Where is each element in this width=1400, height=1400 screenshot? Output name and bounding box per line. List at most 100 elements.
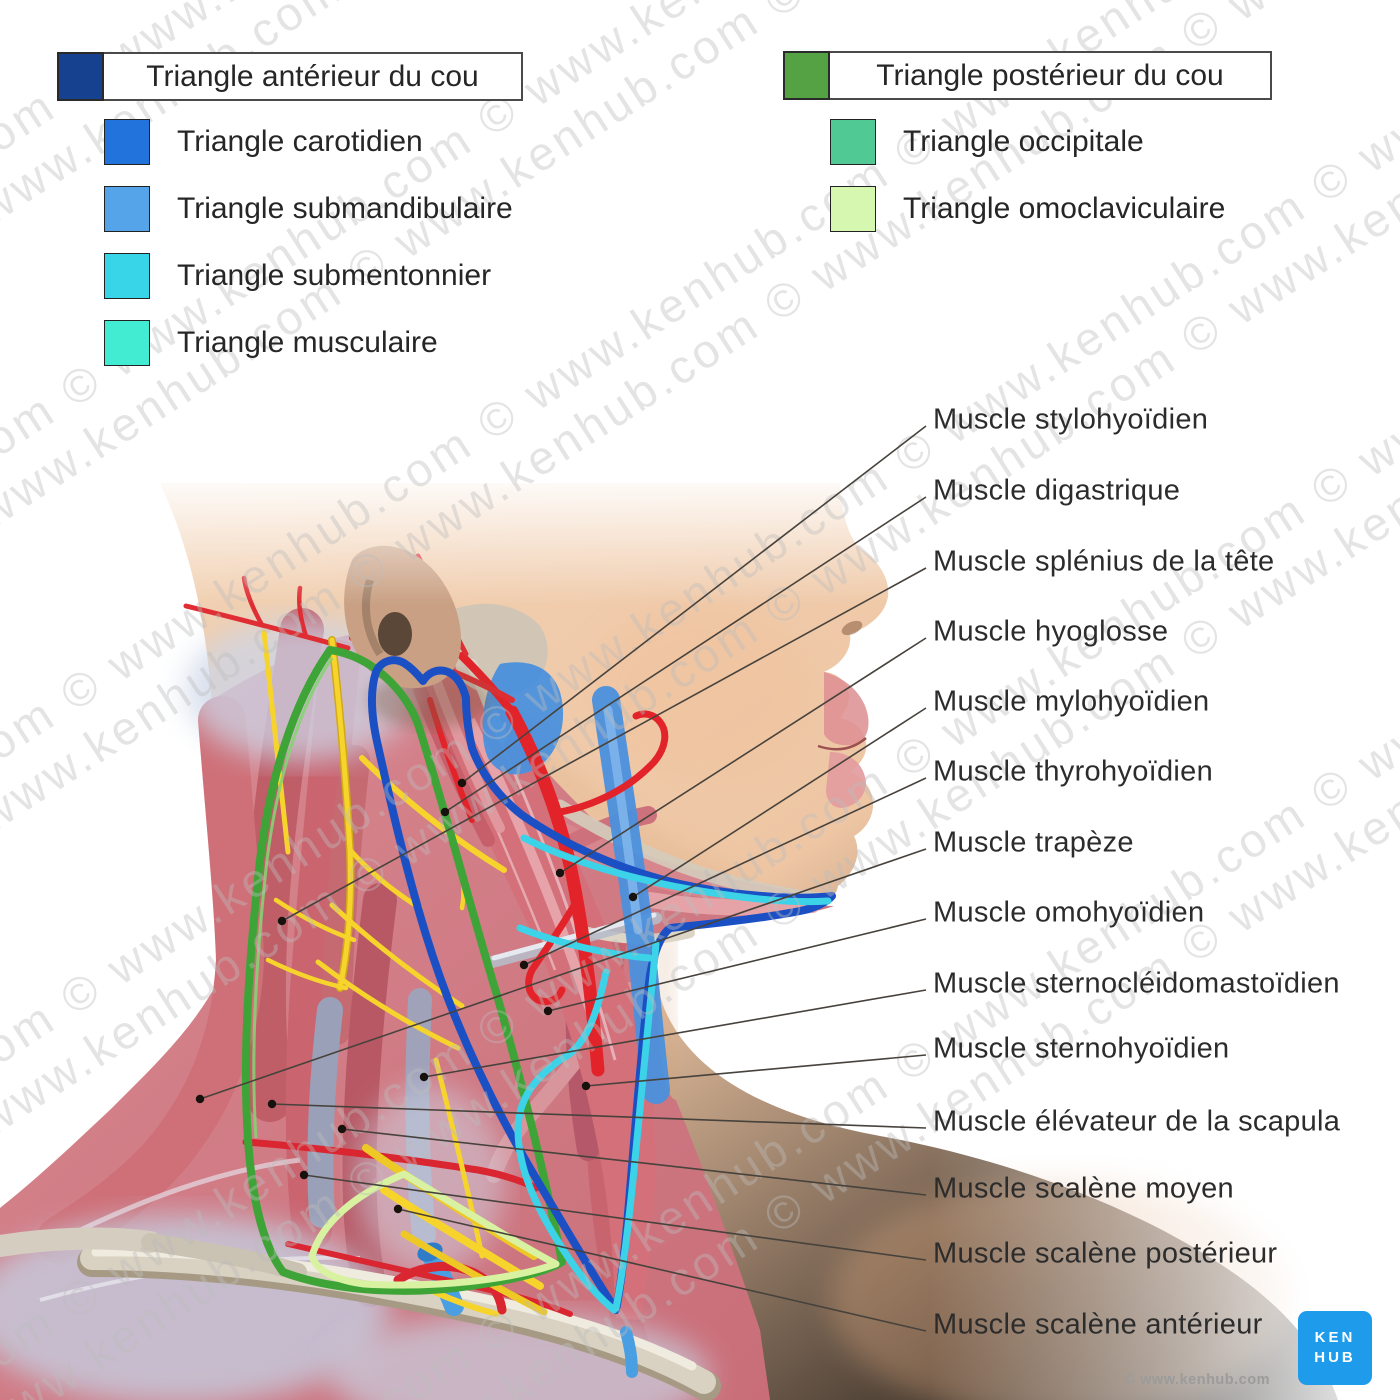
cheek-shading <box>590 605 810 775</box>
legend-item-label: Triangle occipitale <box>903 125 1144 158</box>
mandible-edge <box>553 799 825 906</box>
posterior-header-box: Triangle postérieur du cou <box>830 51 1272 100</box>
leader-line <box>199 848 927 1100</box>
leader-dot <box>267 1099 277 1109</box>
legend-item-swatch <box>830 119 876 165</box>
levator-scapulae <box>321 745 370 1045</box>
leader-dot <box>628 892 638 902</box>
copyright-text: © www.kenhub.com <box>1124 1372 1270 1388</box>
muscle-label: Muscle scalène postérieur <box>933 1237 1278 1270</box>
leader-line <box>444 496 927 813</box>
legend-item-label: Triangle omoclaviculaire <box>903 192 1226 225</box>
muscle-label: Muscle omohyoïdien <box>933 896 1205 929</box>
muscle-label: Muscle scalène moyen <box>933 1172 1234 1205</box>
posterior-triangle-outline <box>241 646 566 1295</box>
anterior-header-box: Triangle antérieur du cou <box>104 52 523 101</box>
legend-item-swatch <box>104 320 150 366</box>
nostril <box>841 620 863 636</box>
leader-dot <box>393 1204 403 1214</box>
leader-dot <box>457 778 467 788</box>
legend-item: Triangle musculaire <box>104 320 438 366</box>
leader-dot <box>195 1094 205 1104</box>
posterior-triangle-inner-edge <box>252 657 334 1139</box>
leader-line <box>547 918 927 1012</box>
logo-line2: HUB <box>1314 1349 1356 1366</box>
muscle-label: Muscle stylohyoïdien <box>933 403 1209 436</box>
anterior-header-label: Triangle antérieur du cou <box>146 59 479 93</box>
fascia-streak <box>58 1157 301 1243</box>
posterior-header-swatch <box>783 51 830 100</box>
external-carotid <box>458 652 516 716</box>
legend-anterior-header: Triangle antérieur du cou <box>57 52 523 101</box>
legend-item-label: Triangle submentonnier <box>177 259 492 292</box>
leader-dot <box>543 1006 553 1016</box>
muscle-label: Muscle scalène antérieur <box>933 1308 1263 1341</box>
leader-line <box>585 1054 927 1087</box>
leader-dot <box>581 1081 591 1091</box>
legend-item-swatch <box>104 253 150 299</box>
muscle-label: Muscle thyrohyoïdien <box>933 755 1214 788</box>
scalene-posterior <box>307 997 343 1228</box>
vein-highlight <box>603 705 643 935</box>
legend-item: Triangle occipitale <box>830 119 1144 165</box>
muscle-label: Muscle sternohyoïdien <box>933 1032 1230 1065</box>
legend-item: Triangle submentonnier <box>104 253 491 299</box>
scm-streak <box>498 739 617 1061</box>
upper-lip <box>824 672 869 746</box>
vein-lower <box>620 1326 638 1378</box>
leader-dot <box>555 868 565 878</box>
superior-thyroid-artery <box>525 898 580 1006</box>
legend-item: Triangle submandibulaire <box>104 186 513 232</box>
leader-line <box>271 1103 927 1129</box>
leader-line <box>461 425 927 784</box>
logo-line1: KEN <box>1314 1328 1356 1346</box>
legend-item-swatch <box>830 186 876 232</box>
leader-dot <box>337 1124 347 1134</box>
leader-dot <box>277 916 287 926</box>
leader-line <box>281 567 927 922</box>
leader-line <box>559 637 927 874</box>
facial-artery <box>556 710 669 816</box>
scalene-middle <box>342 883 397 1307</box>
legend-item-swatch <box>104 186 150 232</box>
legend-item-label: Triangle submandibulaire <box>177 192 513 225</box>
scapular-spine <box>0 1227 161 1257</box>
muscle-label: Muscle trapèze <box>933 826 1134 859</box>
anterior-header-swatch <box>57 52 104 101</box>
leader-line <box>632 707 927 898</box>
leader-dot <box>440 807 450 817</box>
leader-line <box>303 1174 927 1261</box>
muscle-label: Muscle hyoglosse <box>933 615 1169 648</box>
carotid-artery <box>505 705 605 1077</box>
muscle-label: Muscle mylohyoïdien <box>933 685 1210 718</box>
legend-item: Triangle omoclaviculaire <box>830 186 1225 232</box>
muscle-label: Muscle élévateur de la scapula <box>933 1105 1341 1138</box>
digastric-anterior <box>642 892 820 916</box>
jugular-bulb <box>482 662 564 775</box>
leader-line <box>423 989 927 1078</box>
leader-line <box>341 1128 927 1196</box>
legend-item-swatch <box>104 119 150 165</box>
muscle-label: Muscle splénius de la tête <box>933 545 1275 578</box>
leader-line <box>397 1208 927 1332</box>
fascia-scalene <box>355 1085 505 1275</box>
leader-line <box>523 777 927 966</box>
muscle-label: Muscle digastrique <box>933 474 1181 507</box>
leader-dot <box>299 1170 309 1180</box>
submental-muscular-outlines <box>514 834 832 1314</box>
mouth-line <box>817 737 867 751</box>
trapezius-band <box>36 696 265 1264</box>
legend-item: Triangle carotidien <box>104 119 423 165</box>
transverse-cervical-artery <box>242 1138 540 1192</box>
leader-dot <box>419 1072 429 1082</box>
legend-item-label: Triangle musculaire <box>177 326 438 359</box>
kenhub-logo: KEN HUB <box>1298 1311 1372 1385</box>
muscle-label: Muscle sternocléidomastoïdien <box>933 967 1340 1000</box>
leader-dot <box>519 960 529 970</box>
top-fade <box>0 470 1400 605</box>
